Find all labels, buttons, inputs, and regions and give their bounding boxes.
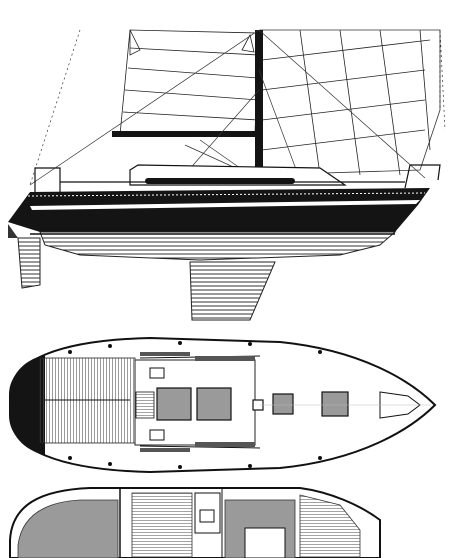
- keel: [189, 261, 276, 321]
- boom: [112, 131, 257, 137]
- genoa-sail: [259, 29, 441, 176]
- galley: [131, 492, 193, 558]
- mainsail: [119, 29, 259, 136]
- companionway-slide: [135, 391, 155, 419]
- stanchions: [68, 341, 322, 469]
- toe-rail-upper: [140, 352, 190, 356]
- sink: [199, 509, 215, 523]
- genoa-track-lower: [195, 442, 255, 447]
- mast: [255, 30, 263, 180]
- forepeak: [299, 494, 361, 558]
- rudder: [17, 237, 41, 289]
- stern-detail: [8, 224, 18, 238]
- underbody: [39, 231, 397, 261]
- cabin-window: [145, 178, 295, 184]
- forehatch-2: [321, 391, 349, 417]
- rails: [34, 164, 441, 192]
- forehatch-1: [272, 393, 294, 415]
- sail-plan: [8, 29, 446, 321]
- winch-right: [149, 429, 165, 441]
- hatch-aft: [156, 387, 192, 421]
- toe-rail-lower: [140, 448, 190, 452]
- hull-stripe: [30, 200, 420, 210]
- deck-plan: [9, 336, 437, 474]
- aft-berth: [17, 499, 119, 558]
- saloon-table: [244, 527, 286, 558]
- genoa-track-upper: [195, 356, 255, 361]
- interior-plan: [9, 487, 381, 558]
- transom: [10, 355, 45, 455]
- hatch-mid: [196, 387, 232, 421]
- rigging: [29, 29, 446, 186]
- winch-left: [149, 367, 165, 379]
- hull: [8, 188, 430, 232]
